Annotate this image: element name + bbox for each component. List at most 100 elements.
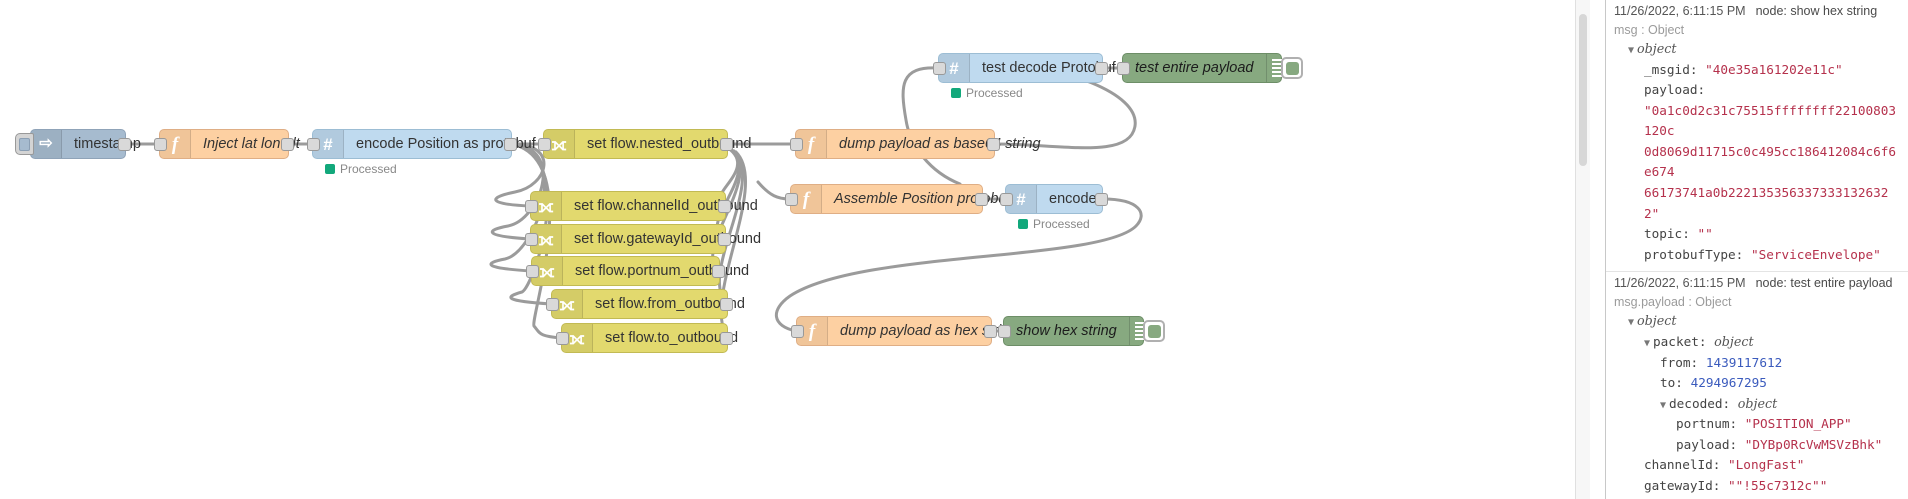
debug-timestamp: 11/26/2022, 6:11:15 PM (1614, 4, 1746, 18)
debug-source-node[interactable]: node: test entire payload (1755, 276, 1893, 291)
node-set-flow-to-outbound[interactable]: ⟗set flow.to_outbound (556, 323, 738, 353)
output-port[interactable] (118, 138, 131, 151)
input-port[interactable] (307, 138, 320, 151)
node-label: test decode Protobuf (982, 60, 1116, 76)
debug-root-row[interactable]: ▼object (1614, 39, 1901, 60)
node-label: Assemble Position protobuf (834, 191, 1011, 207)
node-label: set flow.from_outbound (595, 296, 745, 312)
canvas-scrollbar[interactable] (1575, 0, 1590, 499)
debug-source-node[interactable]: node: show hex string (1755, 4, 1878, 18)
node-set-flow-gatewayid-outbound[interactable]: ⟗set flow.gatewayId_outbound (525, 224, 761, 254)
shuffle-icon: ⟗ (551, 134, 567, 154)
node-timestamp[interactable]: ⇨timestamp (15, 129, 141, 159)
debug-key: packet: (1653, 333, 1707, 349)
debug-value: "DYBp0RcVwMSVzBhk" (1744, 436, 1883, 452)
node-set-flow-from-outbound[interactable]: ⟗set flow.from_outbound (546, 289, 745, 319)
input-port[interactable] (1000, 193, 1013, 206)
debug-sidebar[interactable]: 11/26/2022, 6:11:15 PM node: show hex str… (1605, 0, 1908, 499)
input-port[interactable] (933, 62, 946, 75)
chevron-down-icon[interactable]: ▼ (1628, 317, 1635, 329)
node-set-flow-nested-outbound[interactable]: ⟗ set flow.nested_outbound (538, 129, 751, 159)
debug-value: 66173741a0b2221353563373331326322" (1644, 185, 1889, 221)
debug-key: to: (1660, 375, 1683, 391)
debug-value: object (1737, 395, 1778, 411)
debug-enable-toggle[interactable] (1281, 57, 1303, 79)
debug-key: payload: (1644, 82, 1706, 98)
status-dot-icon (951, 88, 961, 98)
node-set-flow-channelid-outbound[interactable]: ⟗set flow.channelId_outbound (525, 191, 758, 221)
input-port[interactable] (526, 265, 539, 278)
function-fx-icon: f (808, 320, 816, 342)
debug-key: topic: (1644, 226, 1690, 242)
output-port[interactable] (281, 138, 294, 151)
input-port[interactable] (790, 138, 803, 151)
chevron-down-icon[interactable]: ▼ (1628, 45, 1635, 56)
input-port[interactable] (154, 138, 167, 151)
debug-root-row[interactable]: ▼object (1614, 311, 1901, 332)
wire (901, 66, 962, 186)
output-port[interactable] (718, 233, 731, 246)
input-port[interactable] (538, 138, 551, 151)
output-port[interactable] (720, 298, 733, 311)
input-port[interactable] (998, 325, 1011, 338)
output-port[interactable] (720, 332, 733, 345)
debug-row: payload: "DYBp0RcVwMSVzBhk" (1614, 435, 1901, 456)
node-label: set flow.channelId_outbound (574, 198, 758, 214)
status-dot-icon (1018, 219, 1028, 229)
canvas-scrollbar-thumb[interactable] (1579, 14, 1587, 166)
input-port[interactable] (785, 193, 798, 206)
node-icon: ⇨ (31, 130, 62, 158)
arrow-right-icon: ⇨ (39, 135, 53, 152)
node-show-hex-string[interactable]: show hex string (998, 316, 1165, 346)
input-port[interactable] (525, 233, 538, 246)
shuffle-icon: ⟗ (569, 328, 585, 348)
input-port[interactable] (546, 298, 559, 311)
chevron-down-icon[interactable]: ▼ (1644, 337, 1651, 349)
debug-key: channelId: (1644, 457, 1721, 473)
output-port[interactable] (987, 138, 1000, 151)
output-port[interactable] (1095, 62, 1108, 75)
debug-message-list: 11/26/2022, 6:11:15 PM node: show hex str… (1606, 0, 1908, 499)
debug-key: decoded: (1669, 395, 1731, 411)
status-dot-icon (325, 164, 335, 174)
output-port[interactable] (718, 200, 731, 213)
hash-icon: # (323, 134, 333, 154)
input-port[interactable] (791, 325, 804, 338)
output-port[interactable] (712, 265, 725, 278)
debug-key: portnum: (1676, 416, 1738, 432)
debug-message-header: 11/26/2022, 6:11:15 PM node: show hex str… (1614, 4, 1901, 20)
output-port[interactable] (504, 138, 517, 151)
inject-trigger-button[interactable] (15, 133, 34, 155)
wire (774, 197, 1143, 333)
debug-value: "" (1697, 226, 1713, 242)
function-fx-icon: f (171, 133, 179, 155)
node-test-entire-payload[interactable]: test entire payload (1117, 53, 1303, 83)
debug-root-type: object (1637, 313, 1677, 329)
node-set-flow-portnum-outbound[interactable]: ⟗set flow.portnum_outbound (526, 256, 749, 286)
input-port[interactable] (525, 200, 538, 213)
chevron-down-icon[interactable]: ▼ (1660, 399, 1667, 411)
debug-row: portnum: "POSITION_APP" (1614, 414, 1901, 435)
debug-message[interactable]: 11/26/2022, 6:11:15 PM node: show hex str… (1606, 0, 1908, 273)
output-port[interactable] (975, 193, 988, 206)
input-port[interactable] (1117, 62, 1130, 75)
debug-value: "0a1c0d2c31c75515ffffffff22100803120c (1644, 102, 1897, 139)
output-port[interactable] (720, 138, 733, 151)
input-port[interactable] (556, 332, 569, 345)
debug-root-type: object (1637, 41, 1677, 56)
node-label: set flow.nested_outbound (587, 136, 752, 152)
debug-enable-toggle[interactable] (1143, 320, 1165, 342)
output-port[interactable] (984, 325, 997, 338)
output-port[interactable] (1095, 193, 1108, 206)
debug-row: from: 1439117612 (1614, 353, 1901, 374)
debug-value: "40e35a161202e11c" (1705, 61, 1843, 77)
